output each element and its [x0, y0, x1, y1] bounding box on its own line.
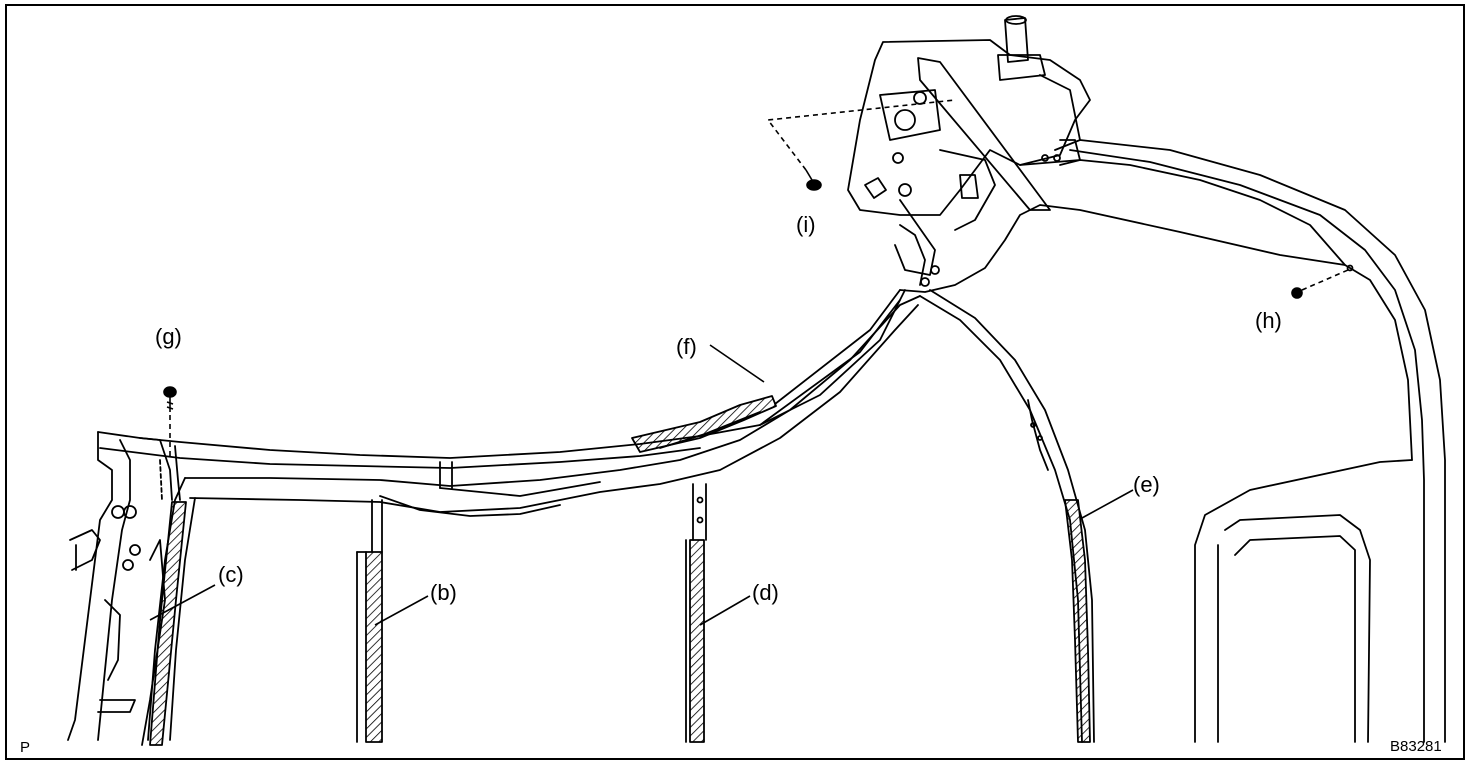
rear-pillar — [919, 295, 1083, 743]
hinge-bracket — [847, 39, 1091, 216]
corner-mark: P — [20, 739, 30, 756]
label-b: (b) — [430, 580, 457, 605]
leader-d — [699, 595, 751, 626]
leader-c — [149, 584, 216, 621]
upper-rail-lower-edge — [184, 295, 921, 487]
screw-i-icon — [766, 99, 956, 191]
label-e: (e) — [1133, 472, 1160, 497]
upper-rail-bottom — [189, 304, 919, 513]
label-h: (h) — [1255, 308, 1282, 333]
weatherstrip-b — [365, 551, 383, 743]
label-g: (g) — [155, 324, 182, 349]
weatherstrip-e — [1064, 499, 1091, 743]
diagram-frame — [5, 4, 1465, 760]
label-f: (f) — [676, 334, 697, 359]
left-pillar — [67, 431, 113, 741]
figure-code: B83281 — [1390, 738, 1442, 755]
label-i: (i) — [796, 212, 816, 237]
roof-panel-edge — [899, 204, 1413, 461]
leader-b — [374, 595, 429, 626]
screw-g-icon — [163, 386, 177, 460]
weatherstrip-c — [149, 501, 187, 746]
leader-e — [1081, 489, 1134, 519]
label-d: (d) — [752, 580, 779, 605]
leader-f — [709, 344, 765, 383]
screw-h-icon — [1291, 269, 1349, 299]
upper-rail — [97, 289, 906, 459]
upper-rail-inner — [99, 447, 701, 469]
label-c: (c) — [218, 562, 244, 587]
weatherstrip-f — [631, 395, 777, 453]
weatherstrip-d — [689, 539, 705, 743]
